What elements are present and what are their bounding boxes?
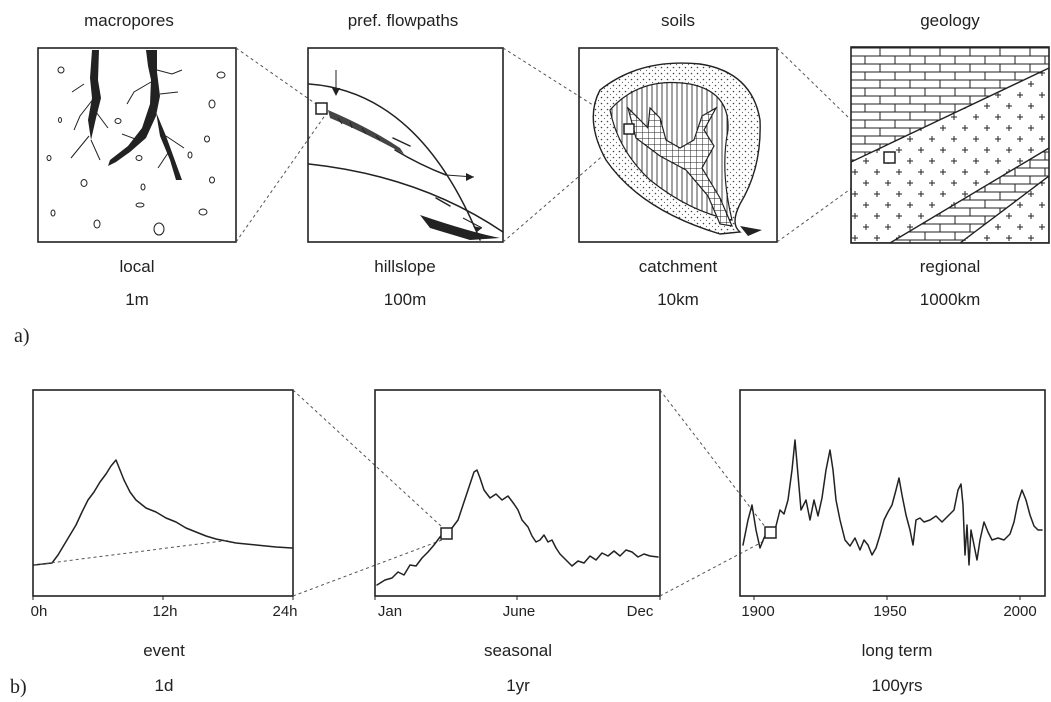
scale-label-longterm: long term [862, 641, 933, 660]
event-panel [32, 389, 294, 600]
scale-label-regional: regional [920, 257, 981, 276]
size-label-10km: 10km [657, 290, 699, 309]
row-b-marker: b) [10, 676, 27, 698]
zoom-box-longterm [764, 526, 777, 539]
macropore-voids [46, 66, 226, 236]
zoom-box-hillslope [315, 102, 328, 115]
soils-panel [578, 47, 778, 243]
zoom-box-seasonal [440, 527, 453, 540]
macropores-panel [37, 47, 237, 243]
size-label-1m: 1m [125, 290, 149, 309]
size-label-100yrs: 100yrs [871, 676, 922, 695]
tick-1900: 1900 [741, 603, 774, 620]
size-label-1yr: 1yr [506, 676, 530, 695]
panel-title-soils: soils [661, 11, 695, 30]
longterm-panel [739, 389, 1046, 600]
scale-label-catchment: catchment [639, 257, 718, 276]
geology-panel [850, 46, 1050, 244]
size-label-100m: 100m [384, 290, 427, 309]
tick-24h: 24h [272, 603, 297, 620]
tick-dec: Dec [627, 603, 654, 620]
row-a: macropores pref. flowpaths soils geology [14, 11, 1050, 347]
tick-1950: 1950 [873, 603, 906, 620]
scale-label-seasonal: seasonal [484, 641, 552, 660]
zoom-box-catchment [623, 123, 635, 135]
row-b: 0h 12h 24h Jan June Dec 1900 1950 2000 e… [10, 389, 1046, 698]
tick-june: June [503, 603, 536, 620]
macropore-channels [70, 50, 185, 180]
row-a-marker: a) [14, 325, 30, 347]
scale-label-hillslope: hillslope [374, 257, 435, 276]
scale-label-local: local [120, 257, 155, 276]
tick-2000: 2000 [1003, 603, 1036, 620]
size-label-1d: 1d [155, 676, 174, 695]
panel-title-geology: geology [920, 11, 980, 30]
zoom-box-regional [883, 151, 896, 164]
panel-title-flowpaths: pref. flowpaths [348, 11, 459, 30]
scale-label-event: event [143, 641, 185, 660]
tick-jan: Jan [378, 603, 402, 620]
seasonal-panel [374, 389, 661, 600]
panel-title-macropores: macropores [84, 11, 174, 30]
flowpaths-panel [307, 47, 504, 243]
tick-0h: 0h [31, 603, 48, 620]
tick-12h: 12h [152, 603, 177, 620]
size-label-1000km: 1000km [920, 290, 980, 309]
